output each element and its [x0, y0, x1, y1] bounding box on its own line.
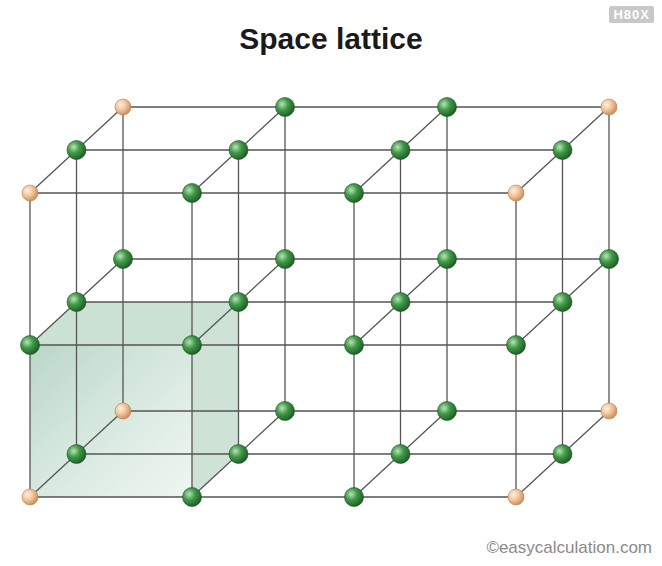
cell-face — [30, 345, 192, 497]
lattice-point — [229, 141, 248, 160]
lattice-line — [30, 259, 123, 345]
lattice-line — [516, 259, 609, 345]
corner-point — [22, 489, 38, 505]
lattice-point — [183, 488, 202, 507]
corner-point — [115, 403, 131, 419]
lattice-point — [553, 141, 572, 160]
lattice-point — [438, 250, 457, 269]
lattice-point — [345, 184, 364, 203]
corner-point — [115, 99, 131, 115]
lattice-line — [30, 411, 123, 497]
lattice-line — [77, 149, 563, 150]
corner-point — [601, 99, 617, 115]
lattice-line — [516, 107, 609, 193]
lattice-line — [123, 106, 609, 107]
lattice-point — [553, 293, 572, 312]
lattice-line — [30, 496, 516, 497]
lattice-point — [438, 98, 457, 117]
lattice-points — [21, 98, 619, 507]
title: Space lattice — [0, 22, 662, 56]
lattice-lines — [30, 107, 609, 497]
lattice-point — [276, 402, 295, 421]
lattice-point — [229, 293, 248, 312]
lattice-point — [183, 336, 202, 355]
lattice-point — [345, 488, 364, 507]
corner-point — [22, 185, 38, 201]
lattice-line — [30, 107, 123, 193]
lattice-line — [354, 411, 447, 497]
lattice-line — [77, 453, 563, 454]
corner-point — [508, 489, 524, 505]
lattice-line — [192, 411, 285, 497]
lattice-line — [192, 259, 285, 345]
lattice-point — [507, 336, 526, 355]
lattice-line — [192, 107, 285, 193]
lattice-line — [354, 259, 447, 345]
lattice-line — [77, 301, 563, 302]
lattice-point — [21, 336, 40, 355]
lattice-line — [30, 192, 516, 193]
copyright-note: ©easycalculation.com — [486, 538, 652, 558]
lattice-point — [391, 141, 410, 160]
lattice-line — [30, 344, 516, 345]
watermark: H80X — [609, 6, 654, 23]
lattice-line — [516, 411, 609, 497]
lattice-point — [345, 336, 364, 355]
lattice-point — [229, 445, 248, 464]
lattice-point — [438, 402, 457, 421]
lattice-line — [123, 258, 609, 259]
lattice-point — [183, 184, 202, 203]
corner-point — [601, 403, 617, 419]
lattice-point — [391, 445, 410, 464]
lattice-point — [67, 445, 86, 464]
lattice-line — [123, 410, 609, 411]
cell-face — [192, 302, 239, 497]
lattice-point — [553, 445, 572, 464]
lattice-point — [67, 293, 86, 312]
corner-point — [508, 185, 524, 201]
lattice-line — [354, 107, 447, 193]
lattice-point — [114, 250, 133, 269]
lattice-point — [391, 293, 410, 312]
lattice-point — [276, 98, 295, 117]
lattice-point — [600, 250, 619, 269]
lattice-point — [276, 250, 295, 269]
lattice-point — [67, 141, 86, 160]
